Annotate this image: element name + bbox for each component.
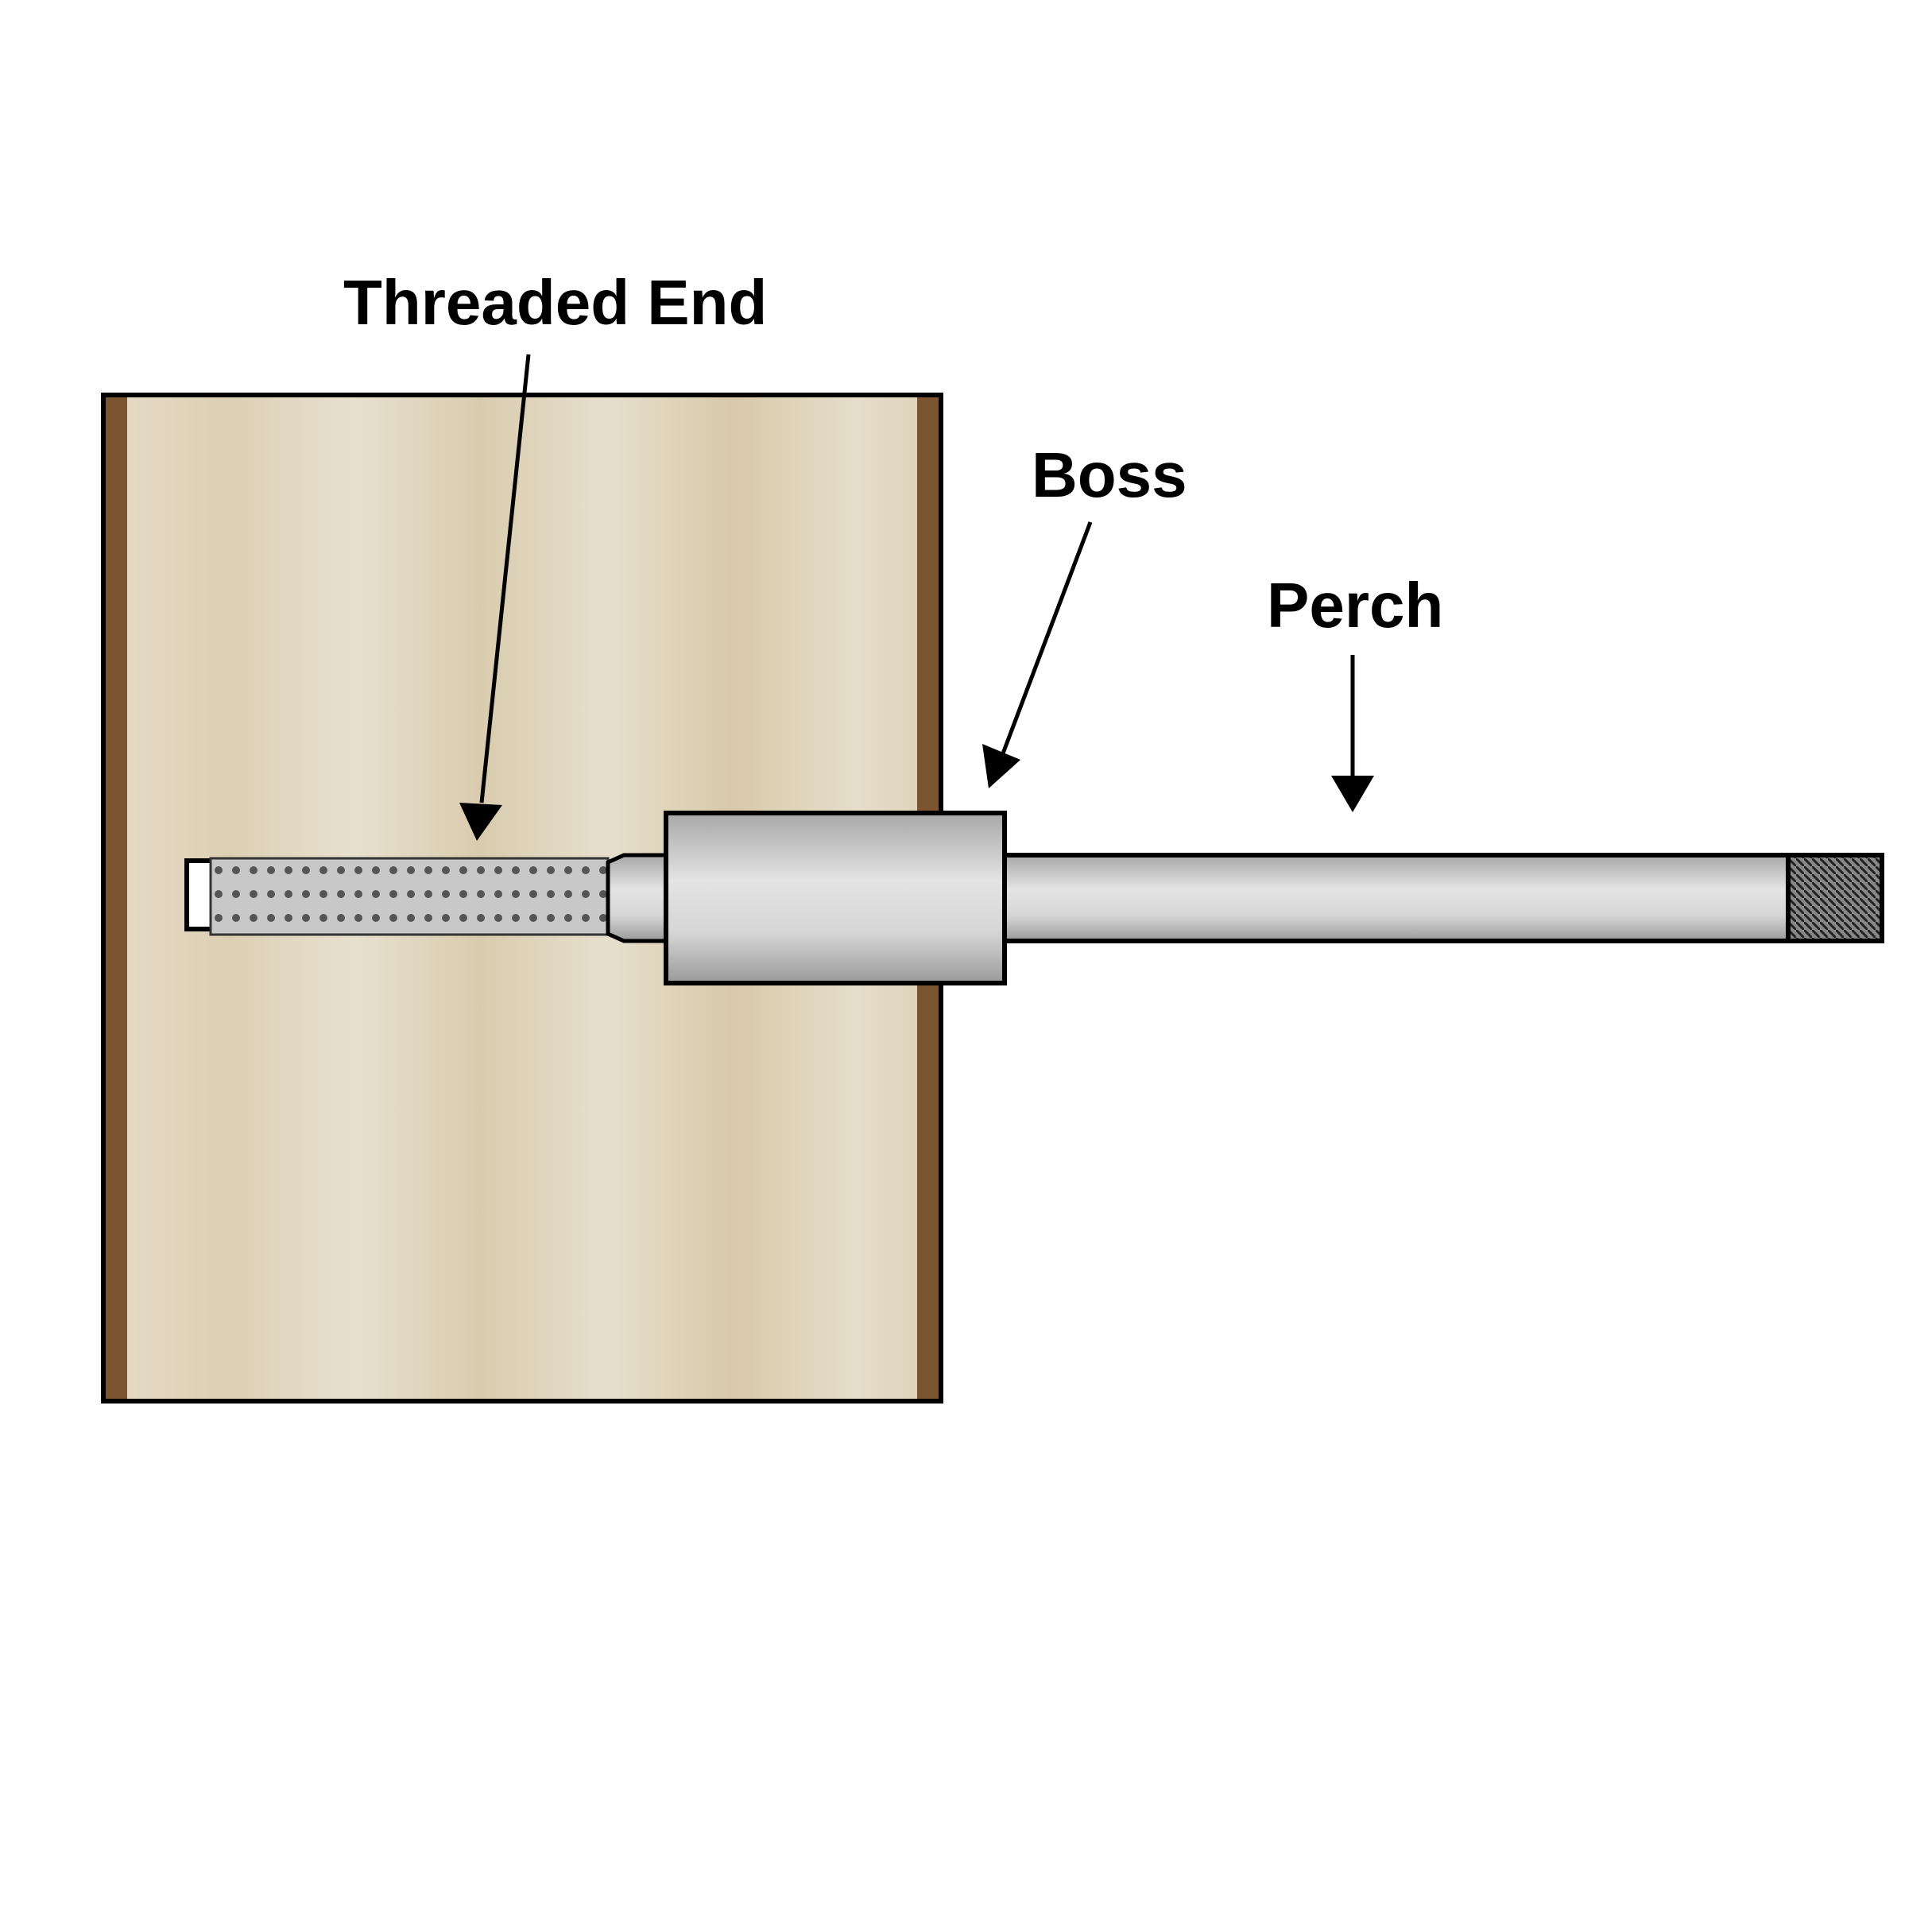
- wood-edge-left: [103, 395, 127, 1401]
- arrows: [459, 354, 1374, 841]
- perch-tip-thread: [1786, 853, 1884, 943]
- boss-arrowhead: [982, 744, 1020, 788]
- boss-arrow: [1001, 521, 1093, 754]
- boss-label: Boss: [1032, 439, 1187, 510]
- threaded-end-arrow: [479, 354, 531, 803]
- boss: [664, 811, 1007, 985]
- perch-arrowhead: [1331, 776, 1374, 812]
- threaded-end-arrowhead: [459, 803, 502, 841]
- perch-rod: [1002, 853, 1884, 943]
- threaded-end-label: Threaded End: [343, 267, 768, 338]
- threaded-end: [184, 853, 670, 943]
- perch-label: Perch: [1267, 570, 1444, 641]
